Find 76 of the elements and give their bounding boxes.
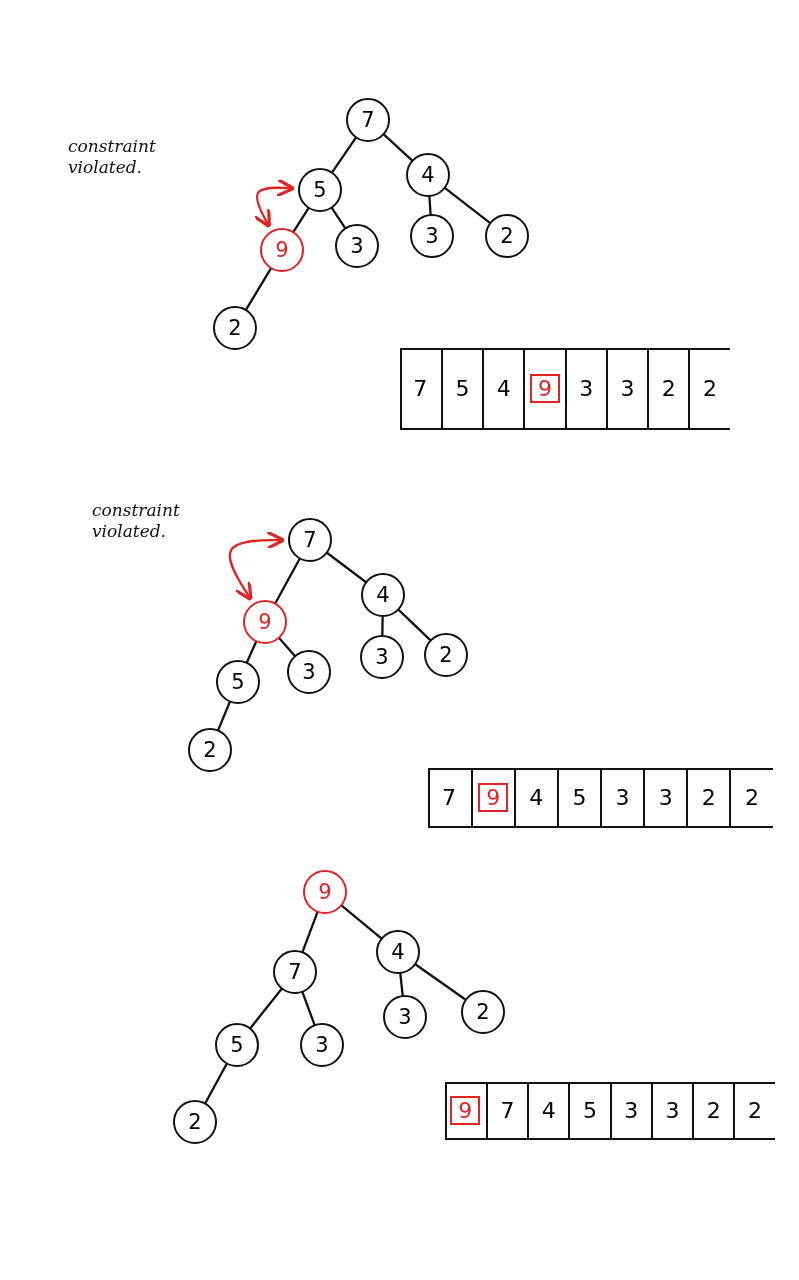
array-cell: 7 xyxy=(485,1081,527,1140)
heap-node-circle: 4 xyxy=(361,573,405,617)
heap-node-circle: 3 xyxy=(335,224,379,268)
array-cell: 3 xyxy=(643,767,687,828)
tree-edge xyxy=(399,972,404,997)
tree-edge xyxy=(383,133,413,162)
array-cell: 5 xyxy=(440,347,482,430)
heap-node-circle: 5 xyxy=(215,1023,259,1067)
heap-node-circle: 4 xyxy=(406,153,450,197)
tree-edge xyxy=(245,267,272,311)
tree-edge xyxy=(331,207,346,229)
heap-node-circle: 9 xyxy=(303,870,347,914)
tree-edge xyxy=(397,609,432,641)
swap-arrow xyxy=(253,177,296,229)
tree-edge xyxy=(428,195,432,216)
heap-node-circle: 2 xyxy=(213,306,257,350)
tree-edge xyxy=(274,558,301,604)
array-outline xyxy=(400,348,730,430)
heap-node-circle: 2 xyxy=(485,214,529,258)
heap-node-circle: 7 xyxy=(273,950,317,994)
tree-edge xyxy=(217,701,231,731)
array-cell: 2 xyxy=(688,347,730,430)
array-cell: 2 xyxy=(733,1081,775,1140)
array-cell: 2 xyxy=(647,347,689,430)
heap-node-circle: 2 xyxy=(461,990,505,1034)
array-cell: 2 xyxy=(692,1081,734,1140)
heap-node-circle: 5 xyxy=(216,660,260,704)
tree-edge xyxy=(245,640,258,664)
annotation-text: constraint violated. xyxy=(68,136,157,179)
array-cell: 2 xyxy=(729,767,773,828)
heap-node-circle: 2 xyxy=(424,633,468,677)
array-cell: 3 xyxy=(650,1081,692,1140)
tree-edge xyxy=(331,137,357,173)
heap-node-circle: 7 xyxy=(288,518,332,562)
tree-edge xyxy=(301,911,319,953)
array-cell: 3 xyxy=(600,767,644,828)
heap-node-circle: 2 xyxy=(173,1100,217,1144)
heap-node-circle: 7 xyxy=(346,98,390,142)
heap-node-circle: 9 xyxy=(243,600,287,644)
heap-node-circle: 3 xyxy=(360,635,404,679)
array-cell: 7 xyxy=(399,347,441,430)
heap-node-circle: 5 xyxy=(298,168,342,212)
heap-node-circle: 3 xyxy=(383,995,427,1039)
array-outline xyxy=(428,768,773,828)
heap-node-circle: 3 xyxy=(410,214,454,258)
swap-arrow xyxy=(228,530,286,602)
heap-node-circle: 3 xyxy=(300,1023,344,1067)
tree-edge xyxy=(340,904,383,940)
array-cell: 3 xyxy=(605,347,647,430)
tree-edge xyxy=(249,988,283,1029)
tree-edge xyxy=(204,1063,228,1104)
array-cell: 3 xyxy=(564,347,606,430)
heap-node-circle: 2 xyxy=(188,728,232,772)
array-cell: 4 xyxy=(527,1081,569,1140)
heap-node-circle: 4 xyxy=(376,930,420,974)
tree-edge xyxy=(381,615,384,637)
tree-edge xyxy=(278,637,296,657)
array-cell: 9 xyxy=(523,347,565,430)
tree-edge xyxy=(292,207,310,233)
tree-edge xyxy=(414,963,467,1001)
array-cell: 5 xyxy=(556,767,600,828)
annotation-text: constraint violated. xyxy=(92,500,181,543)
array-cell: 2 xyxy=(686,767,730,828)
array-cell: 9 xyxy=(444,1081,486,1140)
array-cell: 3 xyxy=(609,1081,651,1140)
array-outline xyxy=(445,1082,775,1140)
tree-edge xyxy=(444,187,491,224)
array-cell: 4 xyxy=(513,767,557,828)
array-cell: 4 xyxy=(482,347,524,430)
heap-node-circle: 9 xyxy=(260,228,304,272)
array-cell: 9 xyxy=(470,767,514,828)
heap-node-circle: 3 xyxy=(287,650,331,694)
array-cell: 7 xyxy=(427,767,471,828)
array-cell: 5 xyxy=(568,1081,610,1140)
tree-edge xyxy=(326,552,367,583)
tree-edge xyxy=(301,991,316,1026)
